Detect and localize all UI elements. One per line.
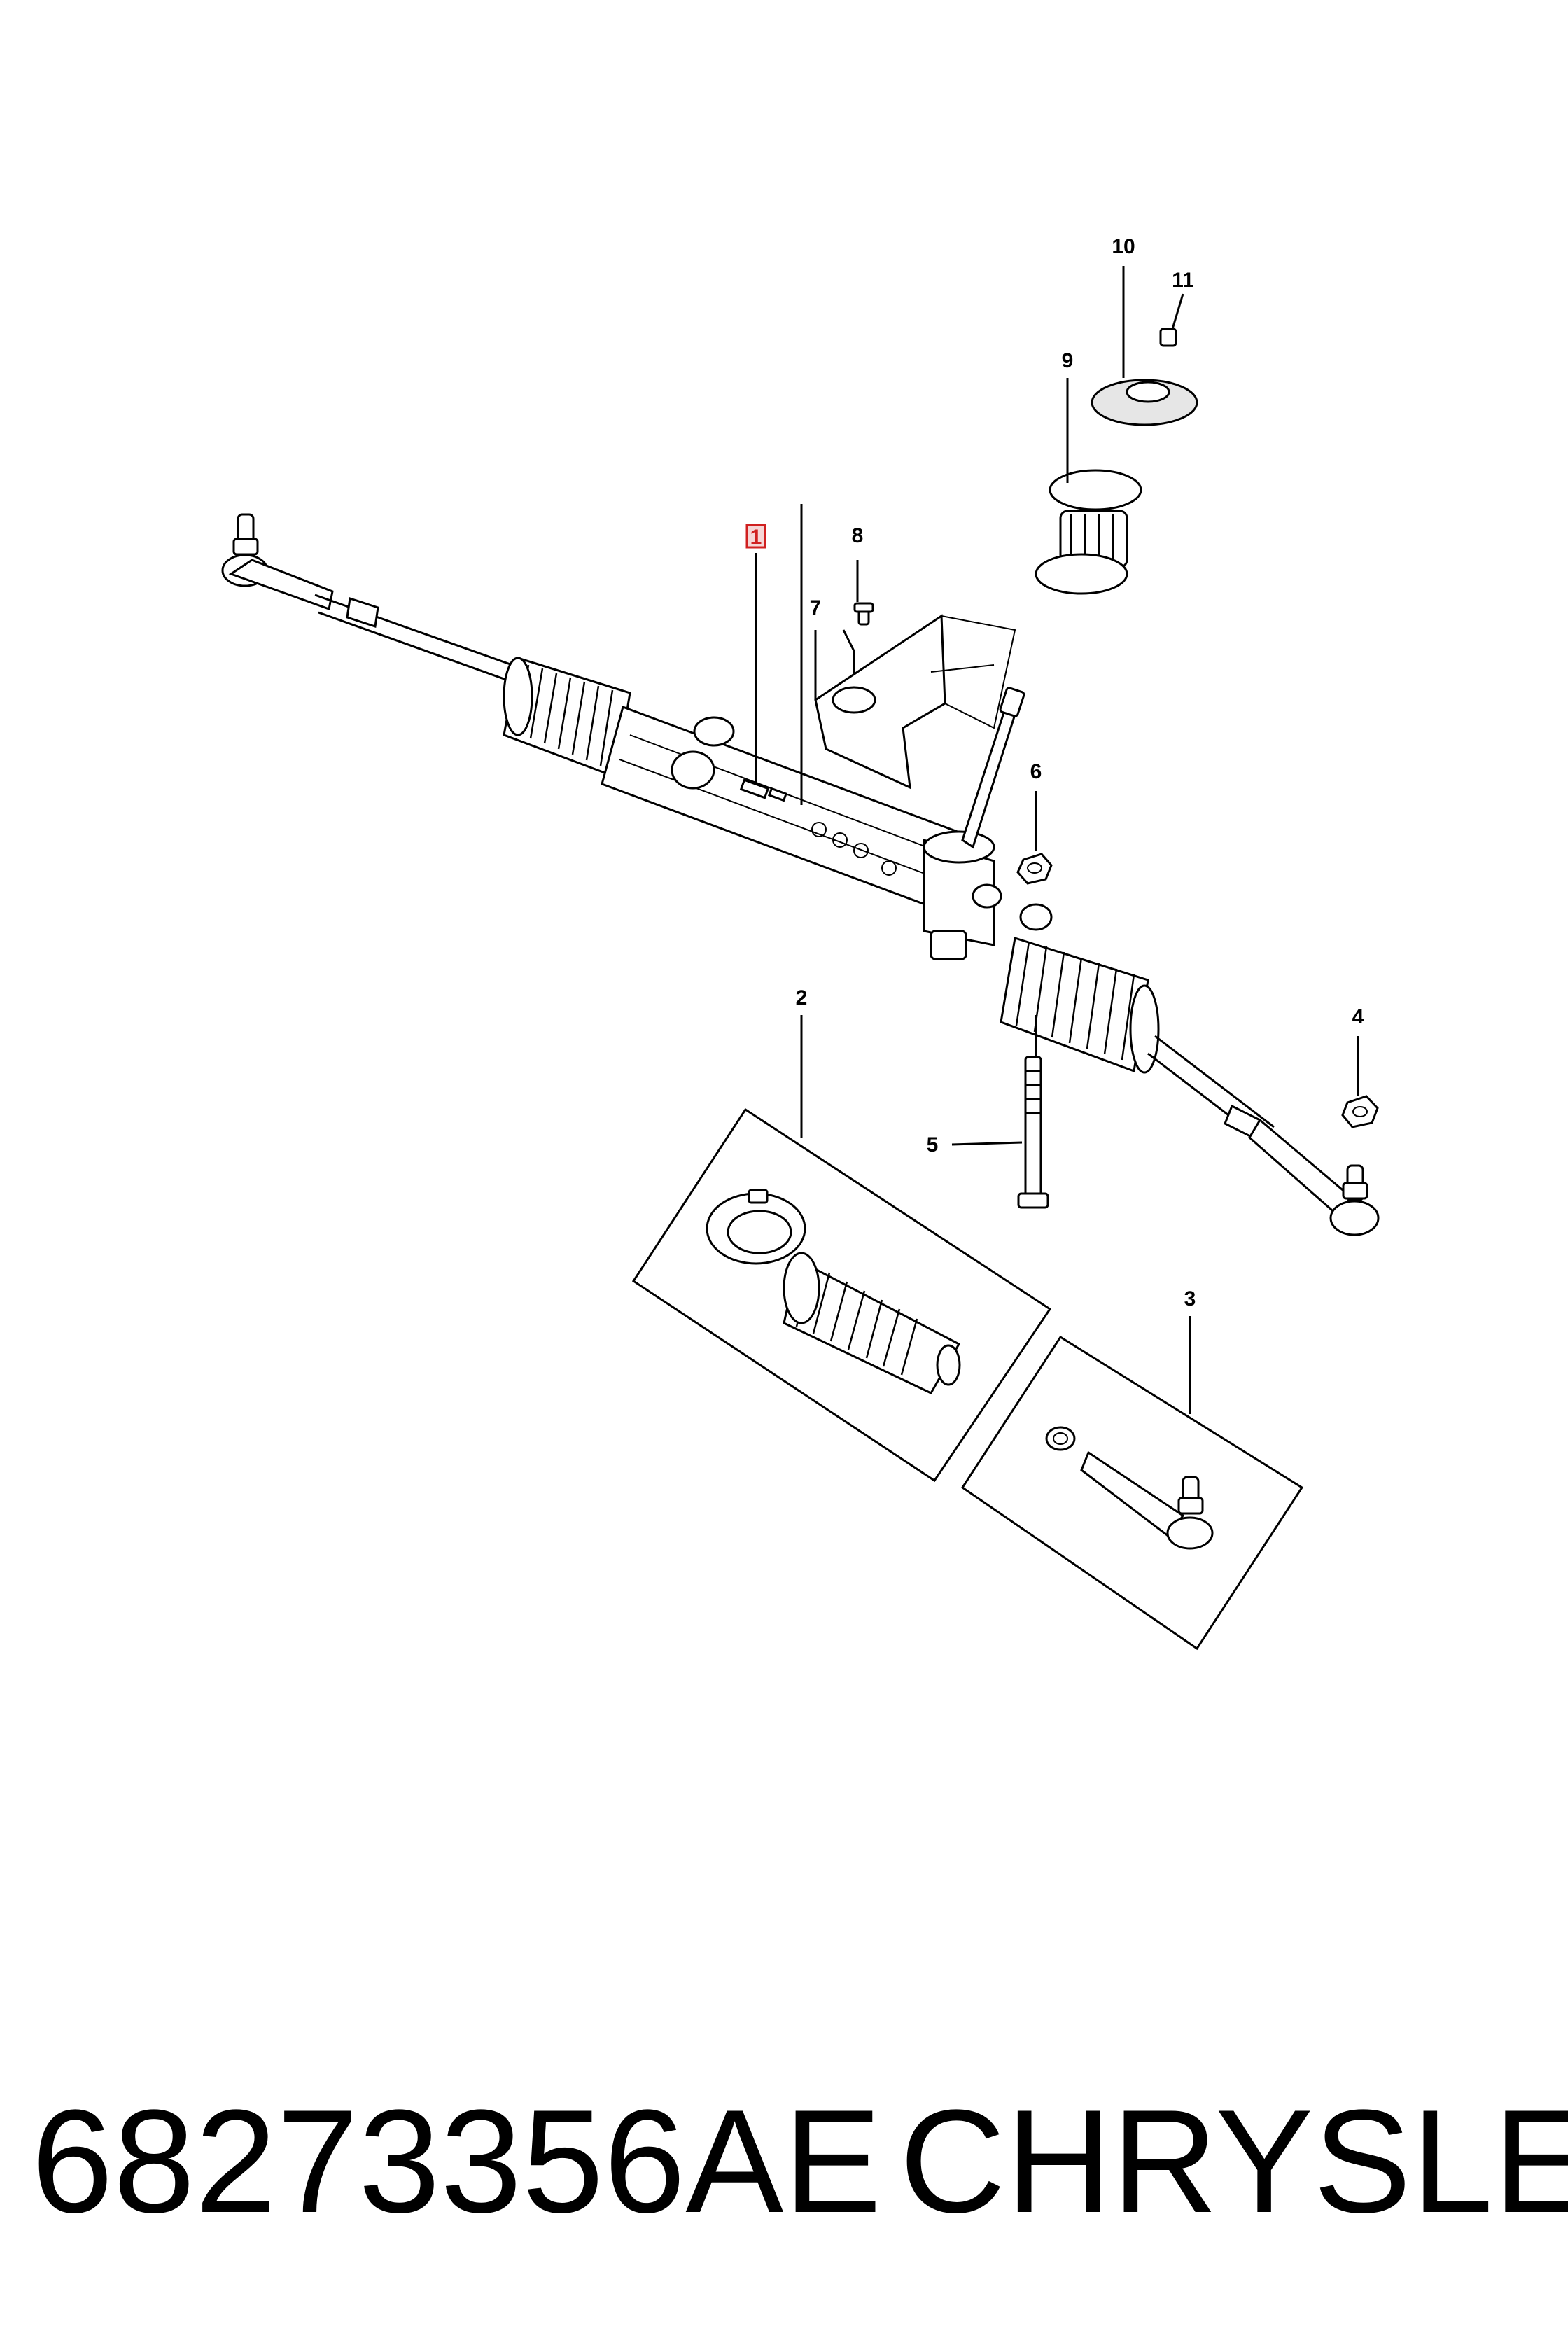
tie-rod-end-inset <box>960 1335 1304 1651</box>
nut-4 <box>1341 1095 1379 1128</box>
pinion-housing <box>923 830 1053 960</box>
callout-1-highlight <box>746 524 766 549</box>
callout-1: 1 <box>750 526 762 549</box>
brand-name: CHRYSLER <box>899 2079 1568 2244</box>
callout-5: 5 <box>927 1133 939 1156</box>
heat-shield <box>814 614 1016 790</box>
callout-7: 7 <box>810 596 822 620</box>
footer: 68273356AE CHRYSLER <box>31 2079 1568 2244</box>
callout-4: 4 <box>1352 1005 1364 1028</box>
boot-kit-inset <box>631 1107 1052 1483</box>
callout-3: 3 <box>1184 1287 1196 1310</box>
tie-rod-end <box>1080 1450 1214 1550</box>
right-boot <box>1000 937 1160 1074</box>
callout-2: 2 <box>796 986 808 1009</box>
boot-clamp <box>706 1189 806 1265</box>
callout-6: 6 <box>1030 760 1042 783</box>
bolt-5 <box>1017 1056 1049 1209</box>
bolt-8 <box>853 602 874 626</box>
callout-labels: 1 2 3 4 5 6 7 8 9 10 11 <box>746 235 1364 1310</box>
jam-nut <box>1045 1426 1076 1451</box>
boot <box>783 1252 961 1394</box>
nut-6 <box>1016 853 1053 885</box>
steering-rack-assembly <box>221 513 1380 1236</box>
part-number: 68273356AE <box>31 2079 881 2244</box>
callout-8: 8 <box>852 524 864 547</box>
leader-lines <box>755 266 1359 1414</box>
callout-9: 9 <box>1062 349 1074 372</box>
pinion-bearing-9 <box>1035 469 1142 595</box>
input-shaft <box>961 687 1026 849</box>
callout-11: 11 <box>1172 269 1194 292</box>
dust-cover-10 <box>1091 379 1198 426</box>
left-tie-rod-end <box>221 513 334 610</box>
nut-11 <box>1159 328 1177 347</box>
right-tie-rod-end <box>1248 1118 1380 1236</box>
callout-10: 10 <box>1112 235 1135 258</box>
